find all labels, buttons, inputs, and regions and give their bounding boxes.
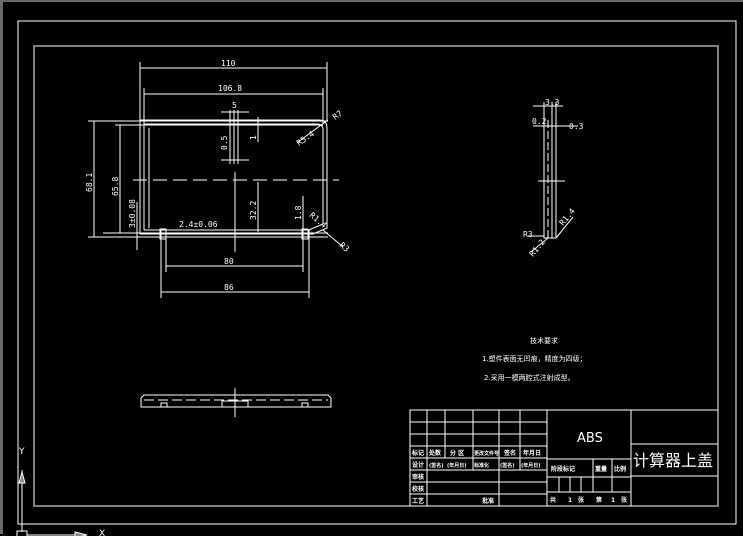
dim-small-height: 3±0.08 [128,199,137,228]
dim-rib-width: 5 [232,101,237,110]
tb-material: ABS [577,431,603,446]
side-dim-r-bottom-left: R3 [523,230,533,239]
side-dim-left-wall: 0.2 [532,117,547,126]
title-block [409,409,719,507]
main-view [88,110,344,252]
tech-requirements-title: 技术要求 [530,336,558,345]
tb-weight: 重量 [595,465,607,473]
drawing-svg: 110 106.8 5 0.5 1 68.1 65.8 3±0.08 32.2 … [16,20,737,536]
dim-bottom-outer: 86 [224,283,234,292]
ucs-icon [16,470,88,536]
tech-requirement-item: 1.塑件表面无凹痕，精度为四级； [482,354,587,363]
tb-sheet-no-label: 第 [595,496,602,504]
tech-requirement-item: 2.采用一模两腔式注射成型。 [484,373,575,382]
tb-sheet-total-label: 共 [550,496,556,504]
tb-review-label: 审核 [412,473,424,481]
tb-header-mark: 标记 [411,449,424,457]
tb-process-label: 工艺 [412,497,424,505]
inner-frame [33,45,719,507]
tb-header-zone: 分 区 [450,449,464,457]
tb-header-date: 年月日 [523,449,541,457]
dim-radius-outer: R7 [331,109,344,122]
dim-inner-width: 106.8 [218,84,242,93]
tb-header-change-doc: 更改文件号 [474,450,499,457]
tb-sheet-no-unit: 张 [621,496,628,504]
main-dimensions [93,62,328,298]
tb-part-name: 计算器上盖 [633,451,713,470]
dim-center-height: 32.2 [249,201,258,220]
tb-design-date: (年月日) [447,462,467,469]
tb-std-date: (年月日) [521,462,541,469]
side-view [528,102,578,253]
tb-approve-label: 批准 [482,497,494,505]
dim-rib-depth: 0.5 [220,135,229,150]
tb-sheet-unit: 张 [578,496,585,504]
dim-overall-width: 110 [221,59,236,68]
tb-design-sign: (签名) [429,462,444,469]
tb-header-sign: 签名 [503,449,516,457]
tb-standardization: 标准化 [473,462,489,469]
ucs-x-label: X [99,529,105,536]
side-dim-right-wall: 0.3 [569,122,584,131]
tb-stage-mark: 阶段标记 [551,465,575,473]
tb-design-label: 设计 [412,461,424,469]
dim-radius-inner: R5.4 [295,129,316,148]
tb-sheet-no: 1 [611,497,615,504]
tb-header-count: 处数 [428,449,442,457]
dim-slot-height: 1.8 [294,205,303,220]
side-dim-thickness: 3.3 [545,98,560,107]
dim-inner-height: 65.8 [111,177,120,196]
dim-rib-offset: 1 [249,135,258,140]
tb-check-label: 校核 [412,485,424,493]
tb-std-sign: (签名) [500,462,515,469]
dim-radius-bottom-inner: R1.4 [308,211,329,230]
tb-sheet-total: 1 [568,497,572,504]
bottom-view [140,388,332,417]
ucs-y-label: Y [18,447,25,457]
dim-radius-bottom-outer: R3 [338,241,351,254]
dim-overall-height: 68.1 [85,173,94,192]
tb-scale: 比例 [614,465,626,473]
outer-frame [17,20,737,525]
dim-slot-width: 2.4±0.06 [179,220,218,229]
dim-bottom-inner: 80 [224,257,234,266]
